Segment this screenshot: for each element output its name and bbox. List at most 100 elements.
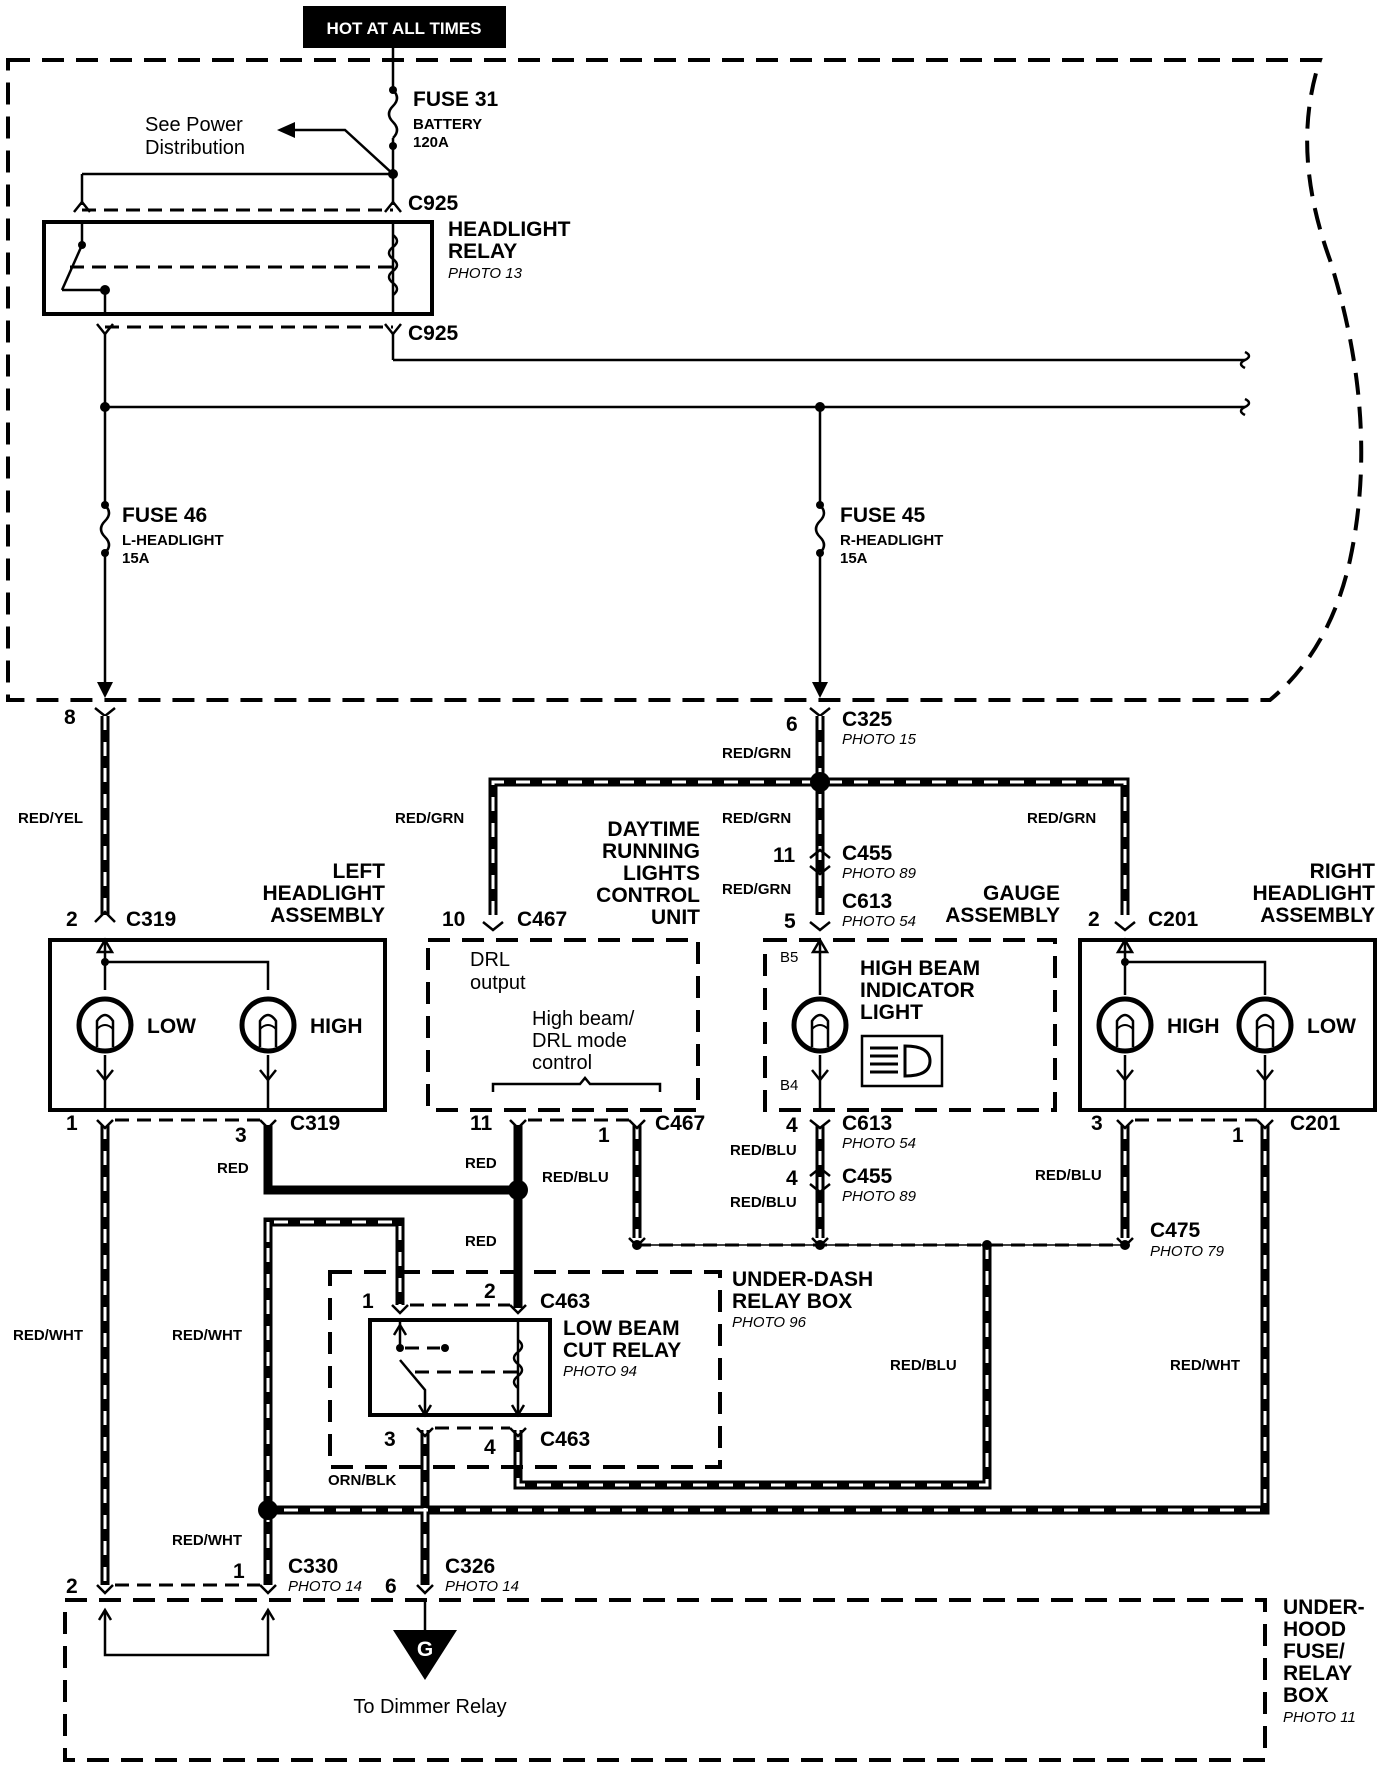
drl-output-2: output — [470, 972, 526, 994]
wire-red-wht-left: RED/WHT — [13, 1327, 83, 1344]
c325-pin: 6 — [786, 713, 798, 736]
ground-letter: G — [417, 1638, 433, 1661]
right-hl-l2: HEADLIGHT — [1253, 882, 1376, 905]
right-headlight-box — [1078, 938, 1377, 1112]
drl-hb-3: control — [532, 1052, 592, 1074]
right-low-bulb-icon — [1239, 999, 1291, 1051]
lowbeam-p3: 3 — [384, 1428, 396, 1451]
wire-red-blu-c455: RED/BLU — [730, 1194, 797, 1211]
drl-pin-b2: 1 — [598, 1124, 610, 1147]
c326-photo: PHOTO 14 — [445, 1578, 519, 1595]
left-high-label: HIGH — [310, 1015, 363, 1038]
c613-top-photo: PHOTO 54 — [842, 913, 916, 930]
left-hl-l3: ASSEMBLY — [270, 904, 385, 927]
right-hl-l1: RIGHT — [1310, 860, 1376, 883]
c613-bot-photo: PHOTO 54 — [842, 1135, 916, 1152]
c326-pin: 6 — [385, 1575, 397, 1598]
fuse-box-outline — [6, 58, 1364, 702]
underdash-l1: UNDER-DASH — [732, 1268, 873, 1291]
gauge-hb3: LIGHT — [860, 1001, 923, 1024]
wire-red-blu-c467: RED/BLU — [542, 1169, 609, 1186]
lowbeam-p2: 2 — [484, 1280, 496, 1303]
c455-top-conn: C455 — [842, 842, 893, 865]
drl-l3: LIGHTS — [623, 862, 700, 885]
c455-bot-pin: 4 — [786, 1167, 798, 1190]
c925-bot: C925 — [408, 322, 459, 345]
high-beam-indicator-bulb-icon — [794, 999, 846, 1051]
lowbeam-cut-relay-box — [368, 1318, 552, 1417]
c455-bot-conn: C455 — [842, 1165, 893, 1188]
c475-conn: C475 — [1150, 1219, 1201, 1242]
drl-conn-bot: C467 — [655, 1112, 705, 1135]
c925-top: C925 — [408, 192, 459, 215]
drl-pin-top: 10 — [442, 908, 465, 931]
hot-label-box — [303, 6, 506, 48]
drl-brace — [491, 1076, 662, 1092]
right-high-bulb-icon — [1099, 999, 1151, 1051]
lowbeam-l1: LOW BEAM — [563, 1317, 680, 1340]
ground-text: To Dimmer Relay — [353, 1696, 506, 1718]
drl-l5: UNIT — [651, 906, 700, 929]
left-hl-pin-b3: 3 — [235, 1124, 247, 1147]
wire-red-wht-low: RED/WHT — [172, 1532, 242, 1549]
headlight-relay-photo: PHOTO 13 — [448, 265, 523, 282]
underhood-box — [63, 1598, 1267, 1762]
drl-hb-2: DRL mode — [532, 1030, 627, 1052]
left-hl-conn-bot: C319 — [290, 1112, 340, 1135]
see-power-2: Distribution — [145, 137, 245, 159]
underhood-l3: FUSE/ — [1283, 1640, 1345, 1663]
fuse45-icon — [814, 504, 826, 554]
wire-red-blu-c475: RED/BLU — [1035, 1167, 1102, 1184]
fuse46-name: FUSE 46 — [122, 504, 207, 527]
underdash-photo: PHOTO 96 — [732, 1314, 807, 1331]
underdash-relay-box — [328, 1270, 722, 1469]
c330-pin1: 1 — [233, 1560, 245, 1583]
lowbeam-l2: CUT RELAY — [563, 1339, 681, 1362]
c326-conn: C326 — [445, 1555, 495, 1578]
wire-red-grn-c455: RED/GRN — [722, 881, 791, 898]
underhood-l1: UNDER- — [1283, 1596, 1365, 1619]
gauge-box — [763, 938, 1057, 1112]
ground-icon — [393, 1630, 457, 1680]
c475-photo: PHOTO 79 — [1150, 1243, 1225, 1260]
c613-top-pin: 5 — [784, 910, 796, 933]
c613-top-conn: C613 — [842, 890, 892, 913]
lowbeam-conn-bot: C463 — [540, 1428, 590, 1451]
left-hl-l1: LEFT — [333, 860, 386, 883]
fuse45-sub: R-HEADLIGHT — [840, 532, 943, 549]
fuse31-sub: BATTERY — [413, 116, 482, 133]
underhood-l2: HOOD — [1283, 1618, 1346, 1641]
wire-red-grn-right: RED/GRN — [1027, 810, 1096, 827]
splice-c325 — [810, 772, 830, 792]
headlight-relay-l1: HEADLIGHT — [448, 218, 571, 241]
c330-pin2: 2 — [66, 1575, 78, 1598]
c613-bot-conn: C613 — [842, 1112, 892, 1135]
wire-red-blu-long: RED/BLU — [890, 1357, 957, 1374]
thick-wires-inner — [103, 716, 1267, 1585]
gauge-b5: B5 — [780, 949, 798, 966]
underhood-photo: PHOTO 11 — [1283, 1709, 1356, 1726]
drl-pin-b1: 11 — [470, 1112, 493, 1135]
fuse46-amp: 15A — [122, 550, 150, 567]
relay-coil-icon — [387, 234, 399, 296]
fuse46-sub: L-HEADLIGHT — [122, 532, 224, 549]
right-low-label: LOW — [1307, 1015, 1356, 1038]
wire-red2: RED — [465, 1155, 497, 1172]
c325-conn: C325 — [842, 708, 893, 731]
fuse31-name: FUSE 31 — [413, 88, 499, 111]
wire-red: RED — [217, 1160, 249, 1177]
see-power-1: See Power — [145, 114, 243, 136]
fuse45-amp: 15A — [840, 550, 868, 567]
c330-conn: C330 — [288, 1555, 338, 1578]
left-pin8: 8 — [64, 706, 76, 729]
left-high-bulb-icon — [242, 999, 294, 1051]
right-hl-conn-bot: C201 — [1290, 1112, 1341, 1135]
drl-unit-box — [426, 938, 700, 1112]
fuse31-amp: 120A — [413, 134, 449, 151]
right-high-label: HIGH — [1167, 1015, 1220, 1038]
gauge-b4: B4 — [780, 1077, 798, 1094]
wire-red-wht-right: RED/WHT — [1170, 1357, 1240, 1374]
fuse31-icon — [387, 89, 399, 139]
wire-orn-blk: ORN/BLK — [328, 1472, 396, 1489]
